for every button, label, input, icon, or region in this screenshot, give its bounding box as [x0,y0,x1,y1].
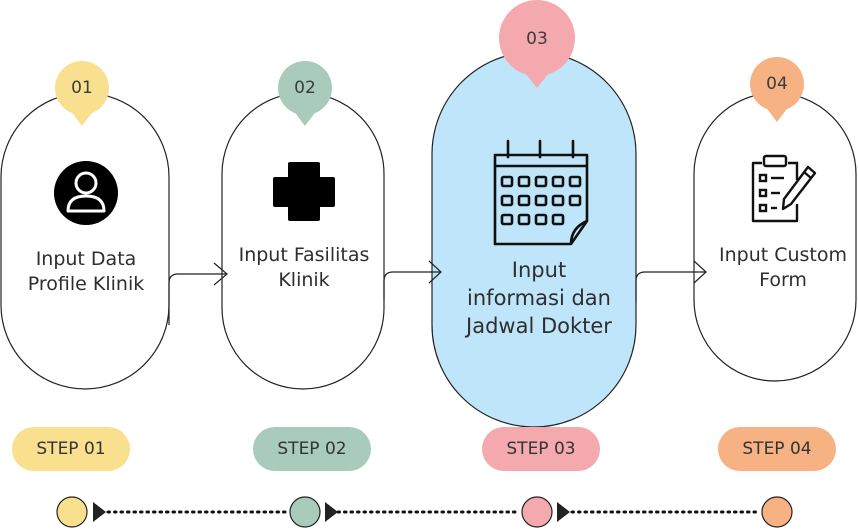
step-3-title: Input informasi dan Jadwal Dokter [466,258,612,338]
step-2-number: 02 [294,78,316,98]
step-1-marker: 01 [55,61,109,126]
step-2-pill: STEP 02 [253,427,371,471]
calendar-icon [493,139,589,246]
user-icon [54,161,118,225]
step-4-title: Input Custom Form [718,244,848,291]
step-2-title: Input Fasilitas Klinik [238,244,370,291]
step-3-number: 03 [526,29,548,49]
step-4-number: 04 [766,74,788,94]
step-2-marker: 02 [278,61,332,126]
timeline-dot-3 [521,496,553,528]
step-4-marker: 04 [750,57,804,122]
step-4-pill: STEP 04 [718,427,836,471]
step-2-card [221,92,385,390]
step-3-card [431,51,637,428]
step-3-pill: STEP 03 [482,427,600,471]
timeline-dot-4 [761,496,793,528]
step-3-marker: 03 [499,0,575,88]
connector-arrow-1 [168,262,228,325]
step-1-number: 01 [71,78,93,98]
clipboard-icon [751,154,817,223]
step-1-card [0,92,170,390]
timeline-dot-1 [56,496,88,528]
timeline-dot-2 [289,496,321,528]
connector-arrow-3 [635,260,707,302]
timeline [56,496,793,528]
plus-icon [273,162,335,221]
connector-arrow-2 [383,260,442,300]
step-1-title: Input Data Profile Klinik [27,248,145,295]
step-1-pill: STEP 01 [12,427,130,471]
step-4-card [693,92,857,382]
